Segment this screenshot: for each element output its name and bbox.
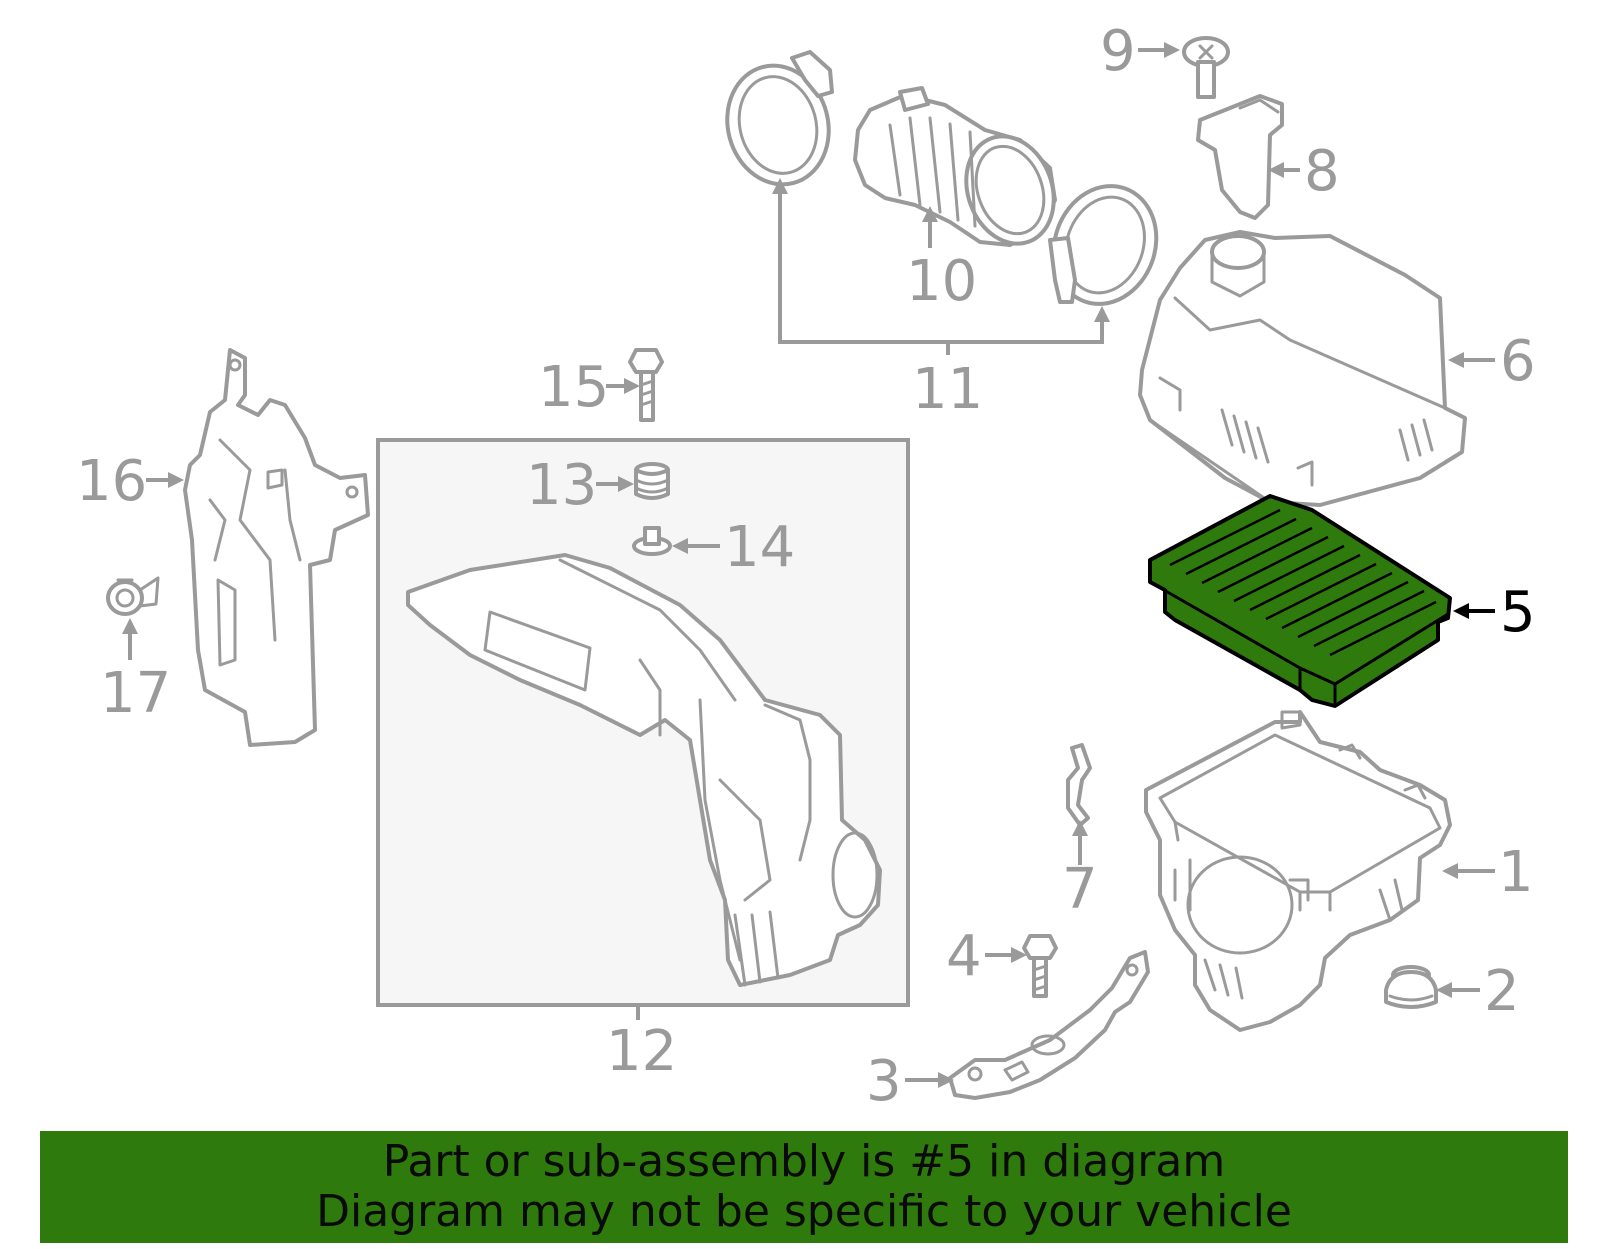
- part-2-grommet[interactable]: [1384, 965, 1438, 1009]
- callout-16: 16: [76, 449, 147, 514]
- part-4-bolt[interactable]: [1022, 934, 1058, 998]
- callout-9: 9: [1100, 19, 1136, 84]
- part-5-air-filter[interactable]: [1148, 494, 1452, 708]
- callout-12: 12: [606, 1019, 677, 1084]
- callout-5: 5: [1500, 580, 1536, 645]
- callout-6: 6: [1500, 329, 1536, 394]
- part-11-clamp-right[interactable]: [1037, 172, 1172, 319]
- callout-7: 7: [1062, 857, 1098, 922]
- callout-15: 15: [538, 355, 609, 420]
- footer-line-1: Part or sub-assembly is #5 in diagram: [382, 1136, 1226, 1187]
- part-13-grommet[interactable]: [634, 462, 670, 500]
- part-7-clip[interactable]: [1066, 743, 1092, 827]
- part-8-maf-sensor[interactable]: [1196, 94, 1284, 220]
- part-11-clamp-left[interactable]: [714, 50, 842, 196]
- part-10-intake-hose[interactable]: [853, 86, 1068, 256]
- callout-11: 11: [912, 357, 983, 422]
- callout-10: 10: [906, 249, 977, 314]
- part-6-upper-cover[interactable]: [1138, 230, 1467, 507]
- part-15-bolt[interactable]: [628, 348, 664, 422]
- callout-2: 2: [1484, 959, 1520, 1024]
- callout-17: 17: [100, 661, 171, 726]
- part-16-bracket[interactable]: [183, 348, 370, 747]
- footer-banner: Part or sub-assembly is #5 in diagram Di…: [40, 1131, 1568, 1243]
- part-3-mount-bracket[interactable]: [948, 950, 1150, 1100]
- footer-line-2: Diagram may not be specific to your vehi…: [316, 1186, 1292, 1237]
- part-12-air-duct[interactable]: [406, 553, 882, 987]
- callout-3: 3: [866, 1049, 902, 1114]
- callout-14: 14: [724, 515, 795, 580]
- part-17-push-clip[interactable]: [106, 576, 160, 616]
- part-14-retainer[interactable]: [632, 526, 672, 556]
- callout-4: 4: [946, 924, 982, 989]
- part-1-lower-case[interactable]: [1144, 710, 1452, 1032]
- part-9-screw[interactable]: [1182, 36, 1230, 99]
- callout-1: 1: [1498, 840, 1534, 905]
- callout-8: 8: [1304, 139, 1340, 204]
- callout-13: 13: [526, 453, 597, 518]
